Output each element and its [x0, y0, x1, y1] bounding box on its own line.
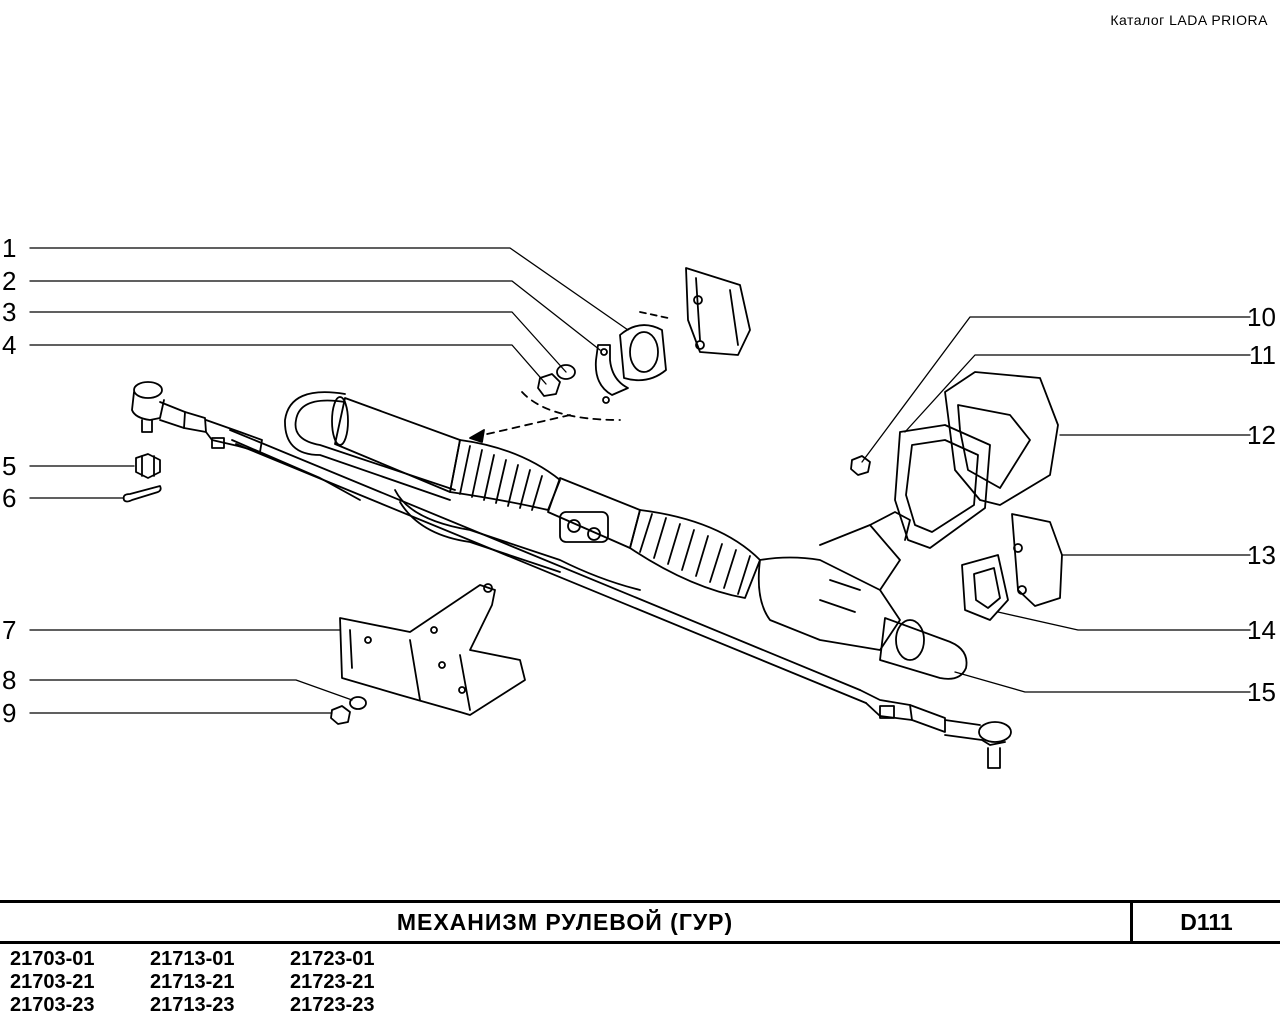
gear-valve-housing	[757, 511, 911, 651]
washer-8	[349, 696, 367, 710]
seal-plate	[894, 424, 991, 549]
nut-10	[850, 455, 871, 476]
callout-4: 4	[2, 330, 16, 360]
callout-14: 14	[1247, 615, 1276, 645]
right-boot	[629, 509, 761, 599]
callout-5: 5	[2, 451, 16, 481]
model-code: 21703-01	[10, 948, 95, 970]
callout-6: 6	[2, 483, 16, 513]
callout-7: 7	[2, 615, 16, 645]
rack-housing	[331, 396, 461, 493]
callout-3: 3	[2, 297, 16, 327]
diagram-title: МЕХАНИЗМ РУЛЕВОЙ (ГУР)	[0, 903, 1133, 941]
support-bushing	[619, 324, 667, 382]
callout-13: 13	[1247, 540, 1276, 570]
model-code: 21703-23	[10, 994, 95, 1016]
callout-10: 10	[1247, 302, 1276, 332]
clip	[594, 344, 629, 404]
rack-center-body	[547, 477, 641, 549]
steering-mechanism-diagram: 1 2 3 4 5 6 7 8 9 10 11 12 13 14 15	[2, 233, 1276, 769]
model-code: 21713-23	[150, 994, 235, 1016]
model-code: 21723-01	[290, 948, 375, 970]
clamp-bracket	[639, 267, 751, 356]
boot-cover	[1011, 513, 1063, 607]
catalog-label: Каталог LADA PRIORA	[1110, 12, 1268, 28]
callout-9: 9	[2, 698, 16, 728]
assembly-arrow	[469, 391, 621, 443]
left-tie-rod-end	[131, 381, 263, 453]
tie-rod	[229, 429, 867, 704]
model-code: 21713-01	[150, 948, 235, 970]
model-code: 21713-21	[150, 971, 235, 993]
left-boot	[449, 439, 561, 511]
callout-15: 15	[1247, 677, 1276, 707]
washer-3	[556, 364, 576, 380]
cotter-pin	[122, 485, 162, 503]
model-code: 21703-21	[10, 971, 95, 993]
callout-2: 2	[2, 266, 16, 296]
callout-8: 8	[2, 665, 16, 695]
title-bar: МЕХАНИЗМ РУЛЕВОЙ (ГУР) D111	[0, 900, 1280, 944]
nut-9	[330, 705, 351, 725]
protective-cover	[944, 371, 1059, 506]
callout-numbers: 1 2 3 4 5 6 7 8 9 10 11 12 13 14 15	[2, 233, 1276, 728]
pressure-pipes	[284, 391, 641, 591]
callout-1: 1	[2, 233, 16, 263]
model-code: 21723-23	[290, 994, 375, 1016]
gasket-ring	[961, 554, 1009, 621]
nut-4	[537, 373, 561, 397]
castle-nut	[135, 453, 161, 479]
right-end-cap	[879, 617, 968, 680]
diagram-code: D111	[1180, 909, 1233, 935]
callout-11: 11	[1249, 340, 1276, 370]
mounting-bracket	[339, 583, 526, 716]
model-list: 21703-01 21713-01 21723-01 21703-21 2171…	[10, 948, 430, 1017]
callout-12: 12	[1247, 420, 1276, 450]
right-tie-rod-end	[859, 689, 1012, 769]
model-code: 21723-21	[290, 971, 375, 993]
leader-lines	[29, 247, 1251, 714]
